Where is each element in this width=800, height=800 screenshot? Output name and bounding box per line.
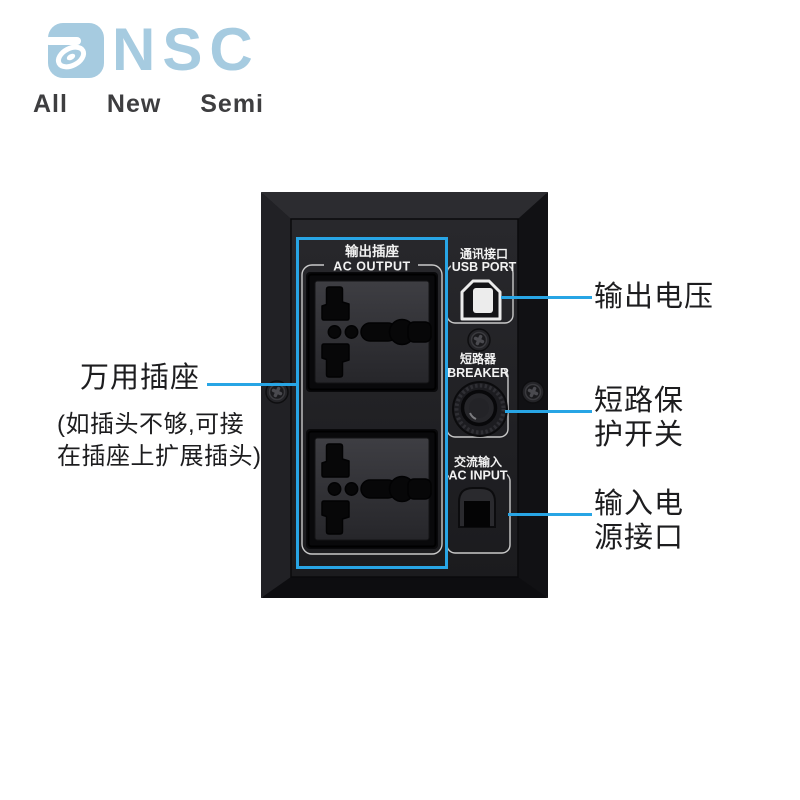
input-line-1: 输入电 [594,488,685,520]
ac-output-section: 输出插座 AC OUTPUT [301,243,443,555]
breaker-line-1: 短路保 [594,385,685,417]
ac-inlet-icon [458,487,496,528]
input-line-2: 源接口 [594,522,685,554]
ac-input-label-cn: 交流输入 [454,454,502,469]
highlight-rectangle [296,237,448,569]
callout-output-voltage: 输出电压 [594,281,715,313]
callout-universal-socket-note: (如插头不够,可接 在插座上扩展插头) [57,409,262,473]
breaker-line-2: 护开关 [594,419,685,451]
usb-label-cn: 通讯接口 [460,246,508,261]
ac-output-outline [301,264,443,555]
ac-input-label-en: AC INPUT [448,469,507,483]
note-line-1: (如插头不够,可接 [57,411,245,438]
breaker-button-icon [452,381,508,437]
tagline-word: Semi [200,90,264,118]
usb-screw-icon [467,328,491,352]
callout-line-breaker-switch [505,410,592,413]
usb-section: 通讯接口 USB PORT [446,246,517,352]
callout-line-input-power [508,513,592,516]
note-line-2: 在插座上扩展插头) [57,443,262,470]
ac-output-label-en: AC OUTPUT [333,260,410,274]
callout-input-power: 输入电 源接口 [594,487,684,555]
ac-output-label-cn: 输出插座 [345,243,399,259]
brand-tagline: All New Semi [33,90,264,119]
tagline-word: All [33,90,68,118]
frame-screw-right-icon [521,380,545,404]
breaker-label-en: BREAKER [447,366,509,380]
logo-text: NSC [112,16,260,83]
usb-label-en: USB PORT [452,260,517,274]
ups-rear-panel-image: 输出插座 AC OUTPUT 通讯接口 USB PORT 短路器 BREAKER [261,192,548,598]
callout-universal-socket-title: 万用插座 [80,362,201,394]
callout-line-output-voltage [501,296,592,299]
tagline-word: New [106,90,162,118]
breaker-label-cn: 短路器 [460,351,497,366]
brand-logo: NSC [47,16,260,83]
callout-line-universal-socket [207,383,296,386]
logo-a-mark-icon [47,23,104,78]
callout-breaker-switch: 短路保 护开关 [594,384,684,452]
